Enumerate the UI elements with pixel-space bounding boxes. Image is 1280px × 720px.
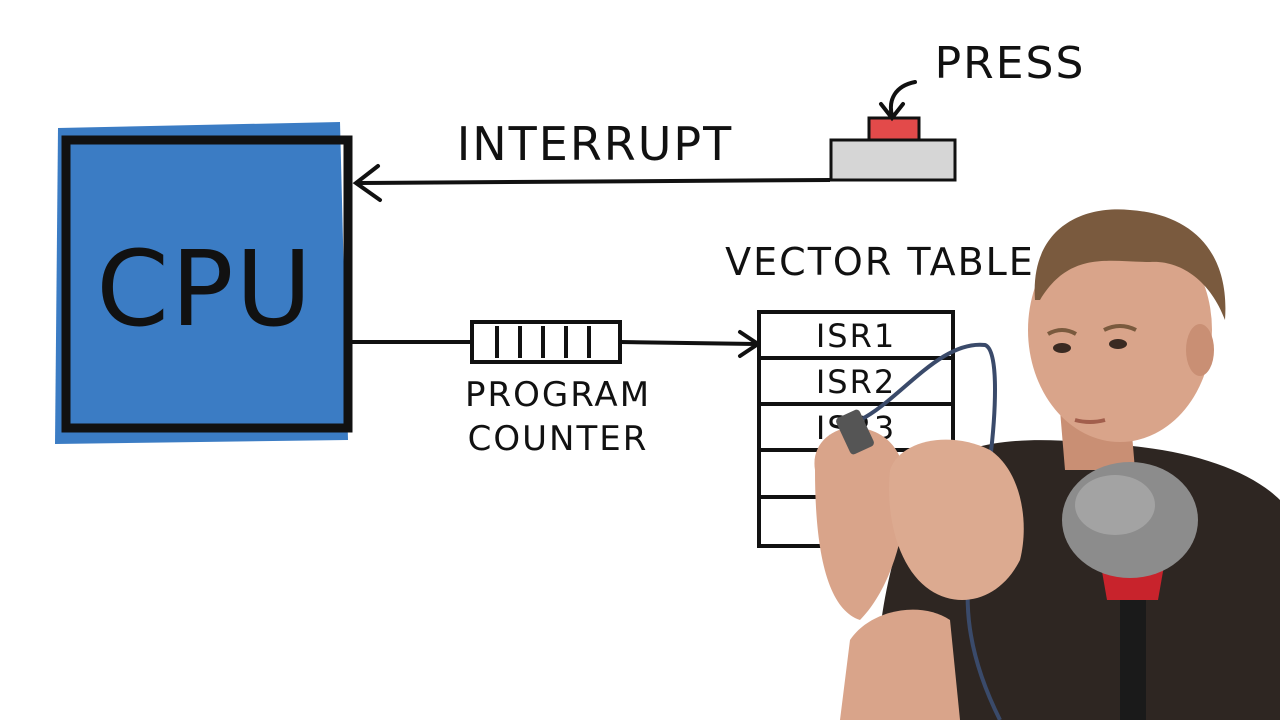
press-label: PRESS [935, 38, 1086, 89]
vector-table-row: ISR2 [816, 363, 896, 401]
vector-table-title: VECTOR TABLE [725, 240, 1035, 284]
microphone-icon [1062, 462, 1198, 720]
curved-arrow-icon [879, 80, 917, 122]
program-counter-label-line2: COUNTER [468, 419, 649, 459]
cpu-outline [61, 135, 353, 433]
vector-table-row: ISR1 [816, 317, 896, 355]
interrupt-label: INTERRUPT [457, 117, 734, 171]
presenter-right-hand [889, 439, 1024, 600]
presenter-left-hand [814, 427, 907, 620]
presenter-face [1028, 218, 1212, 442]
presenter-hair [1034, 209, 1226, 320]
interrupt-arrow [352, 164, 831, 202]
push-button-icon [829, 116, 957, 182]
program-counter-register [470, 320, 622, 364]
pc-to-vector-arrow [619, 330, 762, 358]
program-counter-label-line1: PROGRAM [465, 375, 651, 415]
cpu-fill [55, 122, 348, 444]
cpu-label: CPU [96, 228, 313, 350]
presenter [814, 209, 1280, 720]
cpu-block: CPU [55, 122, 353, 444]
